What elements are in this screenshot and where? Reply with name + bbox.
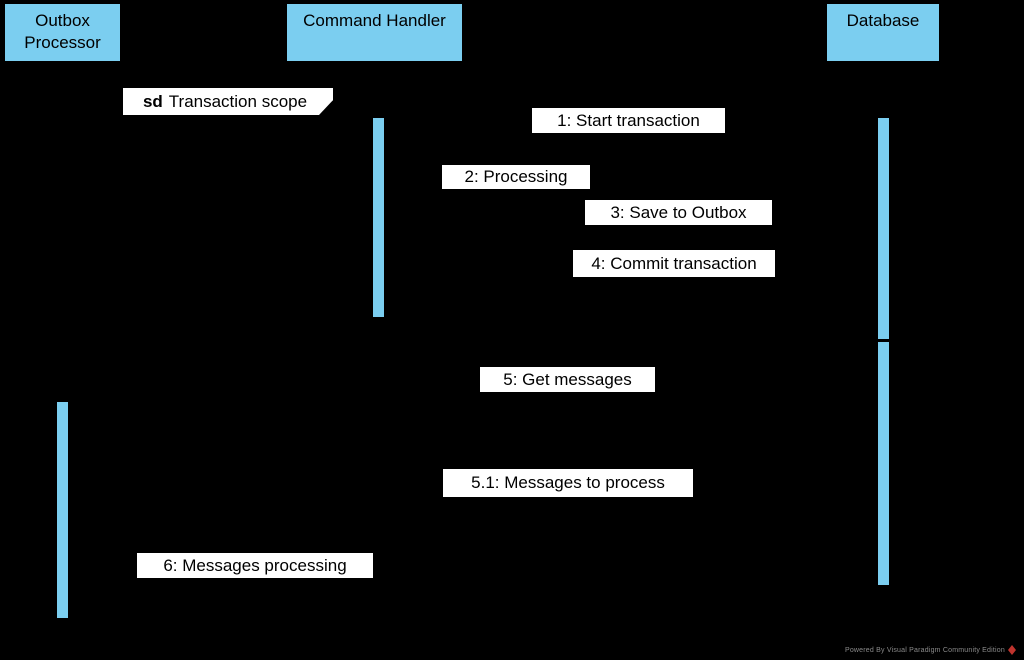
visual-paradigm-logo-icon [1008, 645, 1016, 655]
message-label-2: 2: Processing [442, 165, 590, 189]
frame-keyword: sd [142, 91, 163, 111]
activation-bar-database-1 [877, 117, 890, 340]
activation-bar-database-2 [877, 341, 890, 586]
participant-command-handler: Command Handler [286, 3, 463, 62]
message-label-6: 6: Messages processing [137, 553, 373, 578]
message-label-3: 3: Save to Outbox [585, 200, 772, 225]
message-label-5: 5: Get messages [480, 367, 655, 392]
frame-title: Transaction scope [168, 91, 308, 111]
message-label-1: 1: Start transaction [532, 108, 725, 133]
frame-label-sd-transaction-scope: sd Transaction scope [123, 88, 333, 115]
participant-database: Database [826, 3, 940, 62]
watermark-text: Powered By Visual Paradigm Community Edi… [844, 646, 1005, 654]
message-label-4: 4: Commit transaction [573, 250, 775, 277]
message-label-5-1: 5.1: Messages to process [443, 469, 693, 497]
watermark: Powered By Visual Paradigm Community Edi… [845, 645, 1016, 655]
activation-bar-outbox-processor [56, 401, 69, 619]
activation-bar-command-handler [372, 117, 385, 318]
participant-outbox-processor: Outbox Processor [4, 3, 121, 62]
